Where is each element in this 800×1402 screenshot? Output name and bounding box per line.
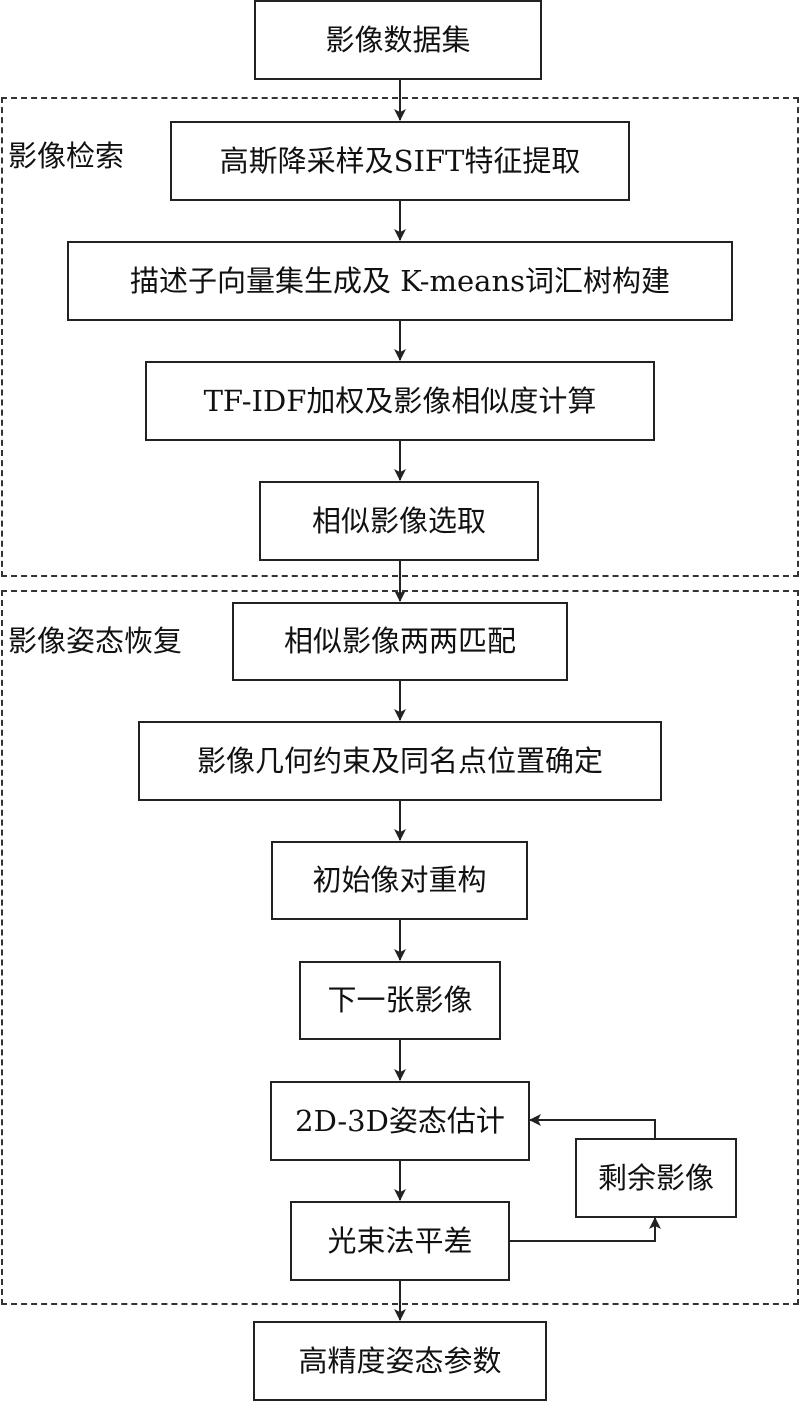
- node-similar-image-selection: 相似影像选取: [259, 481, 539, 561]
- node-image-dataset: 影像数据集: [254, 0, 542, 80]
- node-geometry-constraint: 影像几何约束及同名点位置确定: [138, 721, 662, 801]
- node-next-image: 下一张影像: [299, 961, 501, 1040]
- group-image-retrieval: [1, 97, 799, 577]
- node-2d3d-pose-estimation: 2D-3D姿态估计: [270, 1081, 530, 1161]
- node-remaining-images: 剩余影像: [575, 1138, 737, 1218]
- arrow-remaining-to-pose: [529, 1114, 656, 1138]
- group-label-image-retrieval: 影像检索: [8, 139, 125, 173]
- node-descriptor-vocab-tree: 描述子向量集生成及 K-means词汇树构建: [67, 241, 733, 321]
- node-pairwise-matching: 相似影像两两匹配: [232, 602, 568, 681]
- group-label-image-pose-recovery: 影像姿态恢复: [8, 624, 183, 658]
- node-initial-pair-reconstruction: 初始像对重构: [271, 841, 528, 920]
- group-image-pose-recovery: [1, 590, 799, 1305]
- node-bundle-adjustment: 光束法平差: [290, 1201, 510, 1281]
- node-tfidf-similarity: TF-IDF加权及影像相似度计算: [145, 361, 655, 441]
- node-gaussian-sift-extraction: 高斯降采样及SIFT特征提取: [170, 121, 630, 201]
- node-high-precision-pose: 高精度姿态参数: [253, 1321, 547, 1401]
- arrow-bundle-to-remaining: [510, 1217, 661, 1242]
